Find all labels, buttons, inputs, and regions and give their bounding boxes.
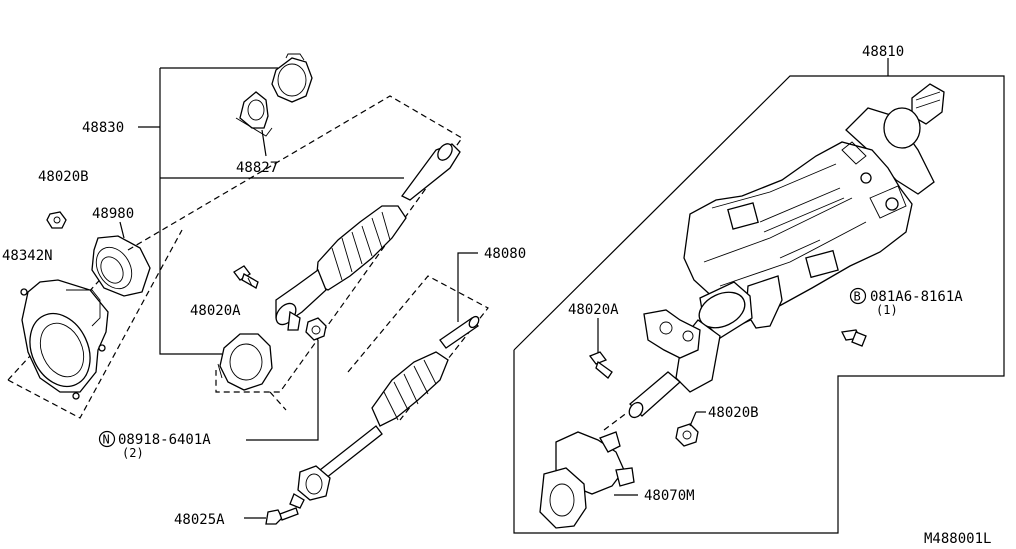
part-08918-nut <box>246 317 327 441</box>
label-48980: 48980 <box>92 206 134 222</box>
part-48810-column <box>628 83 945 419</box>
bracket-48080 <box>457 252 478 322</box>
part-48070m-joint <box>539 411 638 529</box>
label-48025a: 48025A <box>174 512 225 528</box>
label-48020a-right: 48020A <box>568 302 619 318</box>
label-bolt-qty: (1) <box>876 303 898 317</box>
bracket-48830 <box>138 67 404 355</box>
part-48020b-nut-left <box>46 211 67 229</box>
part-48342n-housing <box>20 279 109 400</box>
label-nut-qty: (2) <box>122 446 144 460</box>
label-48827: 48827 <box>236 160 278 176</box>
part-48827-clip <box>235 91 273 157</box>
part-48980-seal <box>91 221 151 297</box>
callout-nut-08918: N 08918-6401A (2) <box>98 430 211 460</box>
part-48830-lower-cap <box>217 333 273 391</box>
part-48020b-nut-right <box>675 411 706 447</box>
label-08918-6401a: 08918-6401A <box>118 432 211 448</box>
part-48830-upper-cap <box>271 53 313 103</box>
label-48830: 48830 <box>82 120 124 136</box>
label-081a6-8161a: 081A6-8161A <box>870 289 963 305</box>
dashed-region-center <box>127 95 463 411</box>
region-48810-outline <box>513 75 1005 534</box>
part-081a6-bolt <box>841 329 867 347</box>
label-48080: 48080 <box>484 246 526 262</box>
part-48020a-bolt-right <box>588 318 613 379</box>
part-48020a-bolt-left <box>233 265 259 289</box>
part-intermediate-shaft-upper <box>275 143 461 331</box>
part-48080-lower-shaft <box>289 315 480 509</box>
label-48810: 48810 <box>862 44 904 60</box>
label-48342n: 48342N <box>2 248 53 264</box>
symbol-b: B <box>854 290 861 304</box>
callout-bolt-081a6: B 081A6-8161A (1) <box>849 287 963 317</box>
symbol-n: N <box>103 433 110 447</box>
part-48025a-bolt <box>244 507 299 525</box>
label-48020a-left: 48020A <box>190 303 241 319</box>
label-48020b-right: 48020B <box>708 405 759 421</box>
diagram-id: M488001L <box>924 531 991 547</box>
label-48070m: 48070M <box>644 488 695 504</box>
label-48020b-left: 48020B <box>38 169 89 185</box>
